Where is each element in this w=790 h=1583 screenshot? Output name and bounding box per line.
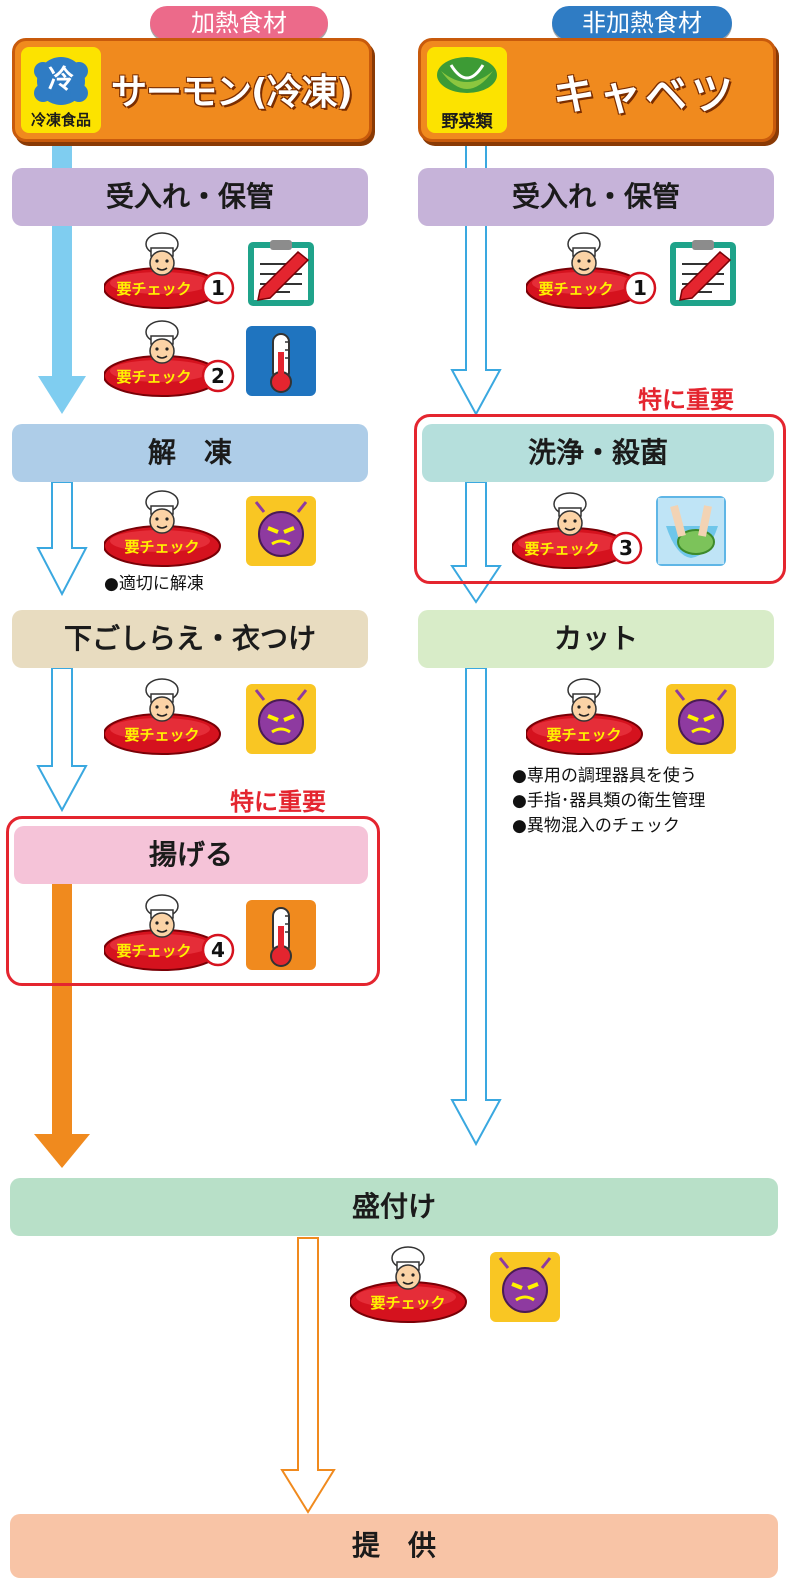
arrow-salmon-thaw-prep: [36, 481, 88, 597]
cut-notes: ●専用の調理器具を使う ●手指･器具類の衛生管理 ●異物混入のチェック: [512, 764, 705, 839]
check-badge-plating: 要チェック: [349, 1244, 482, 1326]
germ-graphic: [254, 501, 308, 557]
check-badge-salmon-prep: 要チェック: [103, 676, 236, 758]
important-frame-wash: [414, 414, 786, 584]
check-badge-1-cabbage: 要チェック 1: [525, 230, 658, 312]
important-label-fry: 特に重要: [230, 788, 326, 816]
check-number: 2: [211, 364, 225, 388]
check-badge-graphic: 要チェック: [103, 490, 221, 567]
salmon-step-fry: 揚げる: [14, 826, 368, 884]
cabbage-icon: [437, 57, 497, 93]
frozen-food-badge: 冷 冷凍食品: [21, 47, 101, 133]
check-badge-graphic: 要チェック: [103, 678, 221, 755]
check-label: 要チェック: [124, 538, 199, 556]
check-badge-graphic: 要チェック 2: [103, 320, 235, 397]
chef-icon: [145, 232, 179, 276]
clipboard-pen-icon: [668, 238, 738, 308]
snowflake-icon: [34, 57, 88, 105]
salmon-step-thaw: 解 凍: [12, 424, 368, 482]
salmon-step-receive: 受入れ・保管: [12, 168, 368, 226]
cabbage-step-receive: 受入れ・保管: [418, 168, 774, 226]
check-badge-2-salmon: 要チェック 2: [103, 318, 236, 400]
chef-icon: [553, 492, 587, 536]
arrow-salmon-fried: [34, 884, 90, 1168]
chef-icon: [145, 678, 179, 722]
germ-graphic: [498, 1257, 552, 1313]
check-badge-3-cabbage: 要チェック 3: [511, 490, 644, 572]
chef-icon: [145, 894, 179, 938]
step-plating: 盛付け: [10, 1178, 778, 1236]
cut-note-1: ●専用の調理器具を使う: [512, 766, 697, 786]
check-badge-graphic: 要チェック 1: [525, 232, 657, 309]
chef-icon: [145, 490, 179, 534]
germ-graphic: [674, 689, 728, 745]
non-heat-tag: 非加熱食材: [552, 6, 732, 40]
germ-icon: [246, 496, 316, 566]
cabbage-title: キャベツ: [553, 70, 738, 119]
salmon-step-prep: 下ごしらえ・衣つけ: [12, 610, 368, 668]
check-number: 1: [633, 276, 647, 300]
chef-icon: [391, 1246, 425, 1290]
washing-graphic: [658, 498, 724, 564]
check-badge-salmon-thaw: 要チェック: [103, 488, 236, 570]
chef-icon: [567, 678, 601, 722]
check-badge-cabbage-cut: 要チェック: [525, 676, 658, 758]
cabbage-step-wash: 洗浄・殺菌: [422, 424, 774, 482]
vegetable-badge-label: 野菜類: [441, 112, 493, 132]
chef-icon: [567, 232, 601, 276]
chef-icon: [145, 320, 179, 364]
frozen-badge-kanji: 冷: [47, 65, 74, 95]
check-label: 要チェック: [116, 942, 191, 960]
cut-note-3: ●異物混入のチェック: [512, 816, 680, 836]
check-label: 要チェック: [538, 280, 613, 298]
salmon-header: 冷 冷凍食品 サーモン(冷凍): [12, 38, 372, 142]
thaw-note: ●適切に解凍: [104, 572, 204, 597]
germ-icon: [246, 684, 316, 754]
thermometer-graphic: [270, 333, 292, 393]
important-label-wash: 特に重要: [638, 386, 734, 414]
check-label: 要チェック: [370, 1294, 445, 1312]
vegetable-badge: 野菜類: [427, 47, 507, 133]
check-badge-4-salmon: 要チェック 4: [103, 892, 236, 974]
check-label: 要チェック: [116, 280, 191, 298]
thermometer-icon: [246, 326, 316, 396]
thermometer-icon: [246, 900, 316, 970]
check-label: 要チェック: [546, 726, 621, 744]
check-badge-graphic: 要チェック: [349, 1246, 467, 1323]
germ-graphic: [254, 689, 308, 745]
step-serve: 提 供: [10, 1514, 778, 1578]
cabbage-step-cut: カット: [418, 610, 774, 668]
check-badge-graphic: 要チェック: [525, 678, 643, 755]
frozen-badge-label: 冷凍食品: [30, 111, 91, 129]
germ-icon: [490, 1252, 560, 1322]
check-label: 要チェック: [524, 540, 599, 558]
check-number: 1: [211, 276, 225, 300]
important-frame-fry: [6, 816, 380, 986]
thaw-note-text: ●適切に解凍: [104, 574, 204, 594]
arrow-cabbage-cut-plate: [450, 667, 502, 1147]
check-label: 要チェック: [116, 368, 191, 386]
arrow-cabbage-wash-cut: [450, 481, 502, 604]
clipboard-pen-icon: [246, 238, 316, 308]
salmon-title: サーモン(冷凍): [111, 72, 353, 113]
cabbage-header: 野菜類 キャベツ: [418, 38, 776, 142]
clipboard-graphic: [670, 240, 736, 306]
check-badge-graphic: 要チェック 1: [103, 232, 235, 309]
arrow-plate-serve: [280, 1237, 336, 1514]
check-badge-graphic: 要チェック 3: [511, 492, 643, 569]
arrow-salmon-prep-fry: [36, 667, 88, 813]
check-number: 3: [619, 536, 633, 560]
check-number: 4: [211, 938, 225, 962]
check-label: 要チェック: [124, 726, 199, 744]
cut-note-2: ●手指･器具類の衛生管理: [512, 791, 706, 811]
germ-icon: [666, 684, 736, 754]
thermometer-graphic: [270, 907, 292, 967]
check-badge-graphic: 要チェック 4: [103, 894, 235, 971]
washing-hands-icon: [656, 496, 726, 566]
check-badge-1-salmon: 要チェック 1: [103, 230, 236, 312]
clipboard-graphic: [248, 240, 314, 306]
heat-tag: 加熱食材: [150, 6, 328, 40]
